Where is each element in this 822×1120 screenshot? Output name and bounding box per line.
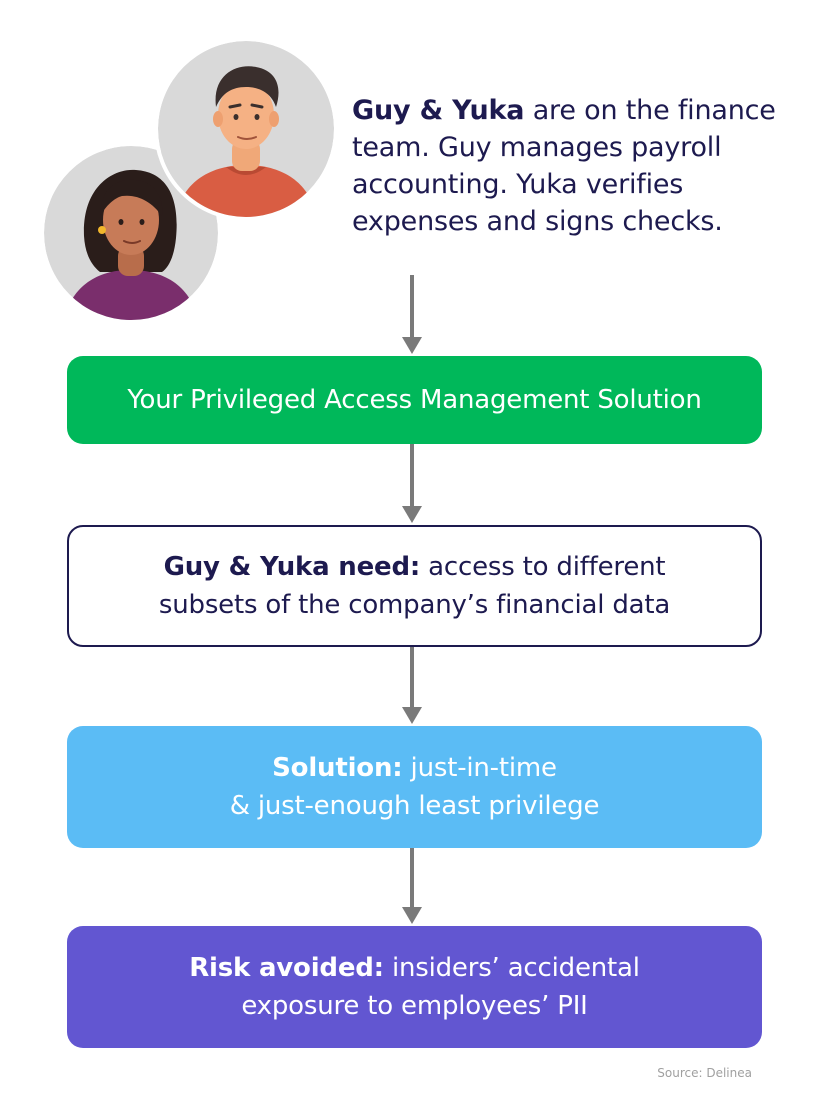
- yuka-avatar-icon: [44, 146, 218, 320]
- intro-line4: expenses and signs checks.: [352, 206, 723, 237]
- risk-line1: insiders’ accidental: [383, 953, 640, 983]
- risk-lead: Risk avoided:: [189, 953, 384, 983]
- intro-names: Guy & Yuka: [352, 95, 525, 126]
- down-arrow-icon: [402, 647, 422, 724]
- down-arrow-icon: [402, 848, 422, 924]
- down-arrow-icon: [402, 275, 422, 354]
- intro-line2: team. Guy manages payroll: [352, 132, 722, 163]
- intro-line1: are on the finance: [524, 95, 776, 126]
- need-line1: access to different: [420, 552, 666, 582]
- pam-solution-label: Your Privileged Access Management Soluti…: [127, 385, 702, 415]
- down-arrow-icon: [402, 444, 422, 523]
- risk-avoided-box: Risk avoided: insiders’ accidental expos…: [67, 926, 762, 1048]
- intro-line3: accounting. Yuka verifies: [352, 169, 684, 200]
- intro-text: Guy & Yuka are on the finance team. Guy …: [352, 92, 782, 240]
- solution-lead: Solution:: [272, 753, 403, 783]
- solution-line1: just-in-time: [402, 753, 557, 783]
- risk-line2: exposure to employees’ PII: [241, 991, 588, 1021]
- pam-solution-box: Your Privileged Access Management Soluti…: [67, 356, 762, 444]
- need-line2: subsets of the company’s financial data: [158, 590, 671, 620]
- need-box: Guy & Yuka need: access to different sub…: [67, 525, 762, 647]
- guy-avatar-icon: [154, 37, 338, 221]
- source-credit: Source: Delinea: [657, 1066, 752, 1080]
- solution-line2: & just-enough least privilege: [229, 791, 600, 821]
- need-lead: Guy & Yuka need:: [163, 552, 421, 582]
- solution-box: Solution: just-in-time & just-enough lea…: [67, 726, 762, 848]
